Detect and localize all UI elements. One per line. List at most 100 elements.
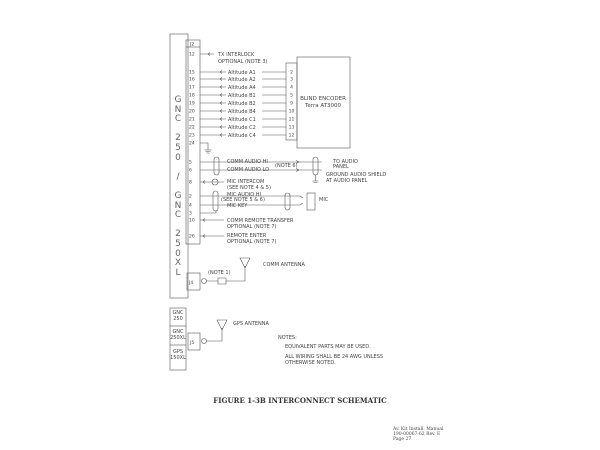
shielded-wire-icon (211, 178, 219, 186)
pin-number: 24 (189, 141, 195, 147)
gps-unit-box (169, 307, 187, 371)
pin-number: 20 (189, 109, 195, 115)
altitude-label: Altitude B4 (228, 109, 256, 115)
encoder-model: Terra AT3000 (304, 103, 342, 109)
wire (200, 117, 286, 121)
pin-number: 23 (189, 133, 195, 139)
encoder-pin-number: 12 (289, 133, 295, 139)
blind-encoder-box (296, 56, 351, 149)
unit-label-char: G (174, 95, 182, 105)
pin-number: 15 (189, 70, 195, 76)
altitude-row: 15 Altitude A1 2 (189, 70, 293, 76)
altitude-label: Altitude C1 (228, 117, 256, 123)
altitude-label: Altitude A2 (228, 77, 256, 83)
altitude-label: Altitude C4 (228, 133, 256, 139)
gps-antenna-icon (206, 319, 228, 342)
pin-number: 22 (189, 125, 195, 131)
altitude-label: Altitude A1 (228, 70, 256, 76)
unit-label-char: 2 (175, 229, 181, 240)
altitude-row: 20 Altitude B4 10 (189, 109, 294, 115)
encoder-pin-number: 3 (290, 77, 293, 83)
pin-number: 26 (189, 234, 195, 240)
footer-part-number: 190-00067-62 Rev. E (393, 431, 440, 437)
unit-label-char: / (176, 171, 180, 182)
altitude-row: 16 Altitude A2 3 (189, 77, 293, 83)
encoder-pin-number: 4 (290, 85, 293, 91)
encoder-pin-number: 2 (290, 70, 293, 76)
shield-icon (312, 156, 319, 176)
unit-label-char: 0 (175, 248, 181, 259)
ground-shield-label-2: AT AUDIO PANEL (326, 178, 368, 184)
pin-number: 21 (189, 117, 195, 123)
to-audio-panel-label: TO AUDIO (332, 159, 358, 165)
mic-label: MIC (319, 197, 329, 203)
altitude-label: Altitude B1 (228, 93, 256, 99)
footer-manual: Av. Kit Install. Manual (392, 426, 444, 432)
unit-label-char: 5 (175, 238, 181, 249)
j5-label: J5 (189, 340, 194, 346)
comm-audio-hi-label: COMM AUDIO HI (227, 159, 268, 165)
gps-unit-label: 150XL (170, 355, 186, 361)
note-item: ALL WIRING SHALL BE 24 AWG UNLESS (285, 354, 383, 360)
wire (200, 85, 286, 89)
unit-label-char: L (175, 267, 181, 278)
comm-antenna-icon (206, 257, 251, 285)
pin-number: 17 (189, 85, 195, 91)
comm-audio-lo-label: COMM AUDIO LO (227, 167, 269, 173)
wire (200, 125, 286, 129)
note-ref: (NOTE 6) (275, 163, 298, 169)
pin-number: 6 (189, 168, 192, 174)
altitude-label: Altitude B2 (228, 101, 256, 107)
altitude-row: 17 Altitude A4 4 (189, 85, 293, 91)
remote-transfer-label: COMM REMOTE TRANSFER (227, 218, 294, 224)
j4-label: J4 (188, 280, 193, 286)
mic-audio-hi-label: MIC AUDIO HI (227, 192, 261, 198)
note-ref: (NOTE 1) (208, 270, 231, 276)
wire (200, 70, 286, 74)
unit-label-char: G (174, 190, 182, 201)
unit-label-char: N (174, 104, 182, 115)
note-item: OTHERWISE NOTED. (285, 360, 336, 366)
wire (200, 101, 286, 105)
gnc-unit-box (169, 33, 189, 299)
tx-interlock-note: OPTIONAL (NOTE 3) (218, 59, 268, 65)
ground-shield-label: GROUND AUDIO SHIELD (326, 172, 386, 178)
pin-number: 10 (189, 218, 195, 224)
unit-label-char: 5 (175, 142, 181, 153)
ground-icon (312, 175, 319, 183)
altitude-label: Altitude C2 (228, 125, 256, 131)
wire (200, 133, 286, 137)
unit-label-char: X (174, 258, 182, 269)
pin-number: 8 (189, 180, 192, 186)
ground-icon (200, 142, 212, 154)
figure-caption: FIGURE 1-3B INTERCONNECT SCHEMATIC (213, 396, 387, 405)
gps-unit-label: GPS (173, 349, 183, 355)
remote-enter-note: OPTIONAL (NOTE 7) (227, 239, 277, 245)
gps-unit-label: GNC (172, 310, 184, 316)
pin-number: 16 (189, 77, 195, 83)
unit-label-char: C (174, 210, 182, 221)
notes-title: NOTES: (278, 335, 297, 341)
footer-page: Page 27 (393, 436, 411, 442)
altitude-label: Altitude A4 (228, 85, 256, 91)
to-audio-panel-label-2: PANEL (333, 164, 349, 170)
comm-antenna-label: COMM ANTENNA (263, 262, 305, 268)
j2-label: J2 (189, 42, 194, 48)
mic-key-label: MIC KEY (227, 203, 248, 209)
encoder-pin-number: 10 (289, 109, 295, 115)
unit-label-char: 2 (175, 133, 181, 144)
wire (200, 109, 286, 113)
pin-number: 18 (189, 93, 195, 99)
pin-number: 4 (189, 203, 192, 209)
gps-unit-label: 250XL (170, 335, 186, 341)
pin-number: 19 (189, 101, 195, 107)
mic-intercom-note: (SEE NOTE 4 & 5) (227, 185, 271, 191)
pin-number: 12 (189, 52, 195, 58)
gps-unit-label: 250 (173, 316, 183, 322)
mic-intercom-label: MIC INTERCOM (227, 179, 264, 185)
